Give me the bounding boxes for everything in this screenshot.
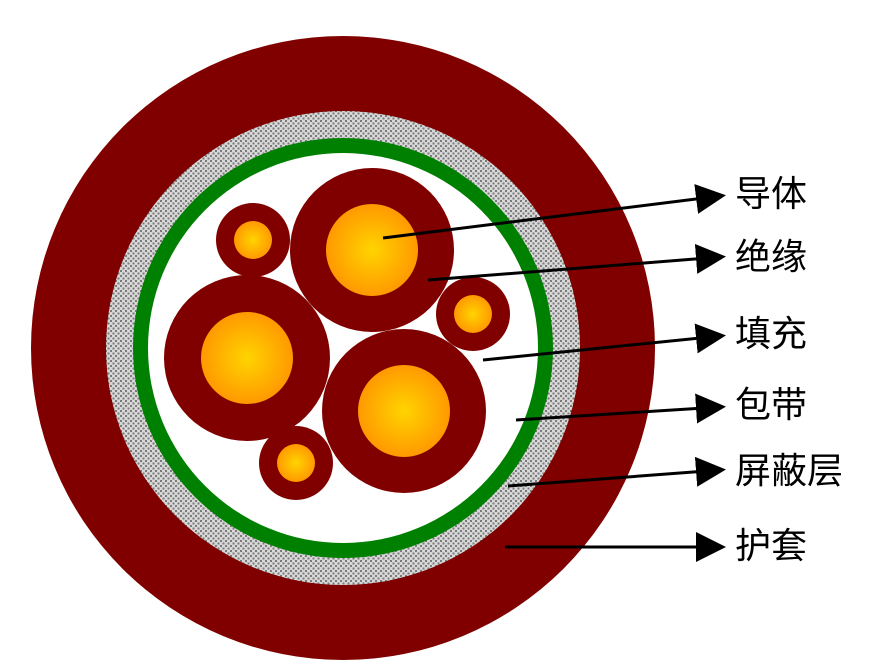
conductor-left: [201, 312, 293, 404]
label-insulation: 绝缘: [735, 237, 808, 278]
small-conductor-top-left: [234, 221, 272, 259]
label-filler: 填充: [735, 314, 808, 355]
label-tape: 包带: [735, 385, 808, 426]
label-conductor: 导体: [735, 174, 808, 215]
label-jacket: 护套: [735, 526, 808, 567]
arrow-filler: [482, 323, 726, 362]
label-shield: 屏蔽层: [735, 451, 844, 492]
arrow-insulation: [427, 243, 726, 282]
arrow-conductor: [382, 184, 726, 240]
arrow-shield: [507, 456, 726, 488]
small-conductor-bottom-left: [277, 444, 315, 482]
small-conductor-right: [454, 295, 492, 333]
conductor-bottom: [358, 365, 450, 457]
arrow-tape: [515, 393, 726, 424]
conductor-top: [326, 204, 418, 296]
